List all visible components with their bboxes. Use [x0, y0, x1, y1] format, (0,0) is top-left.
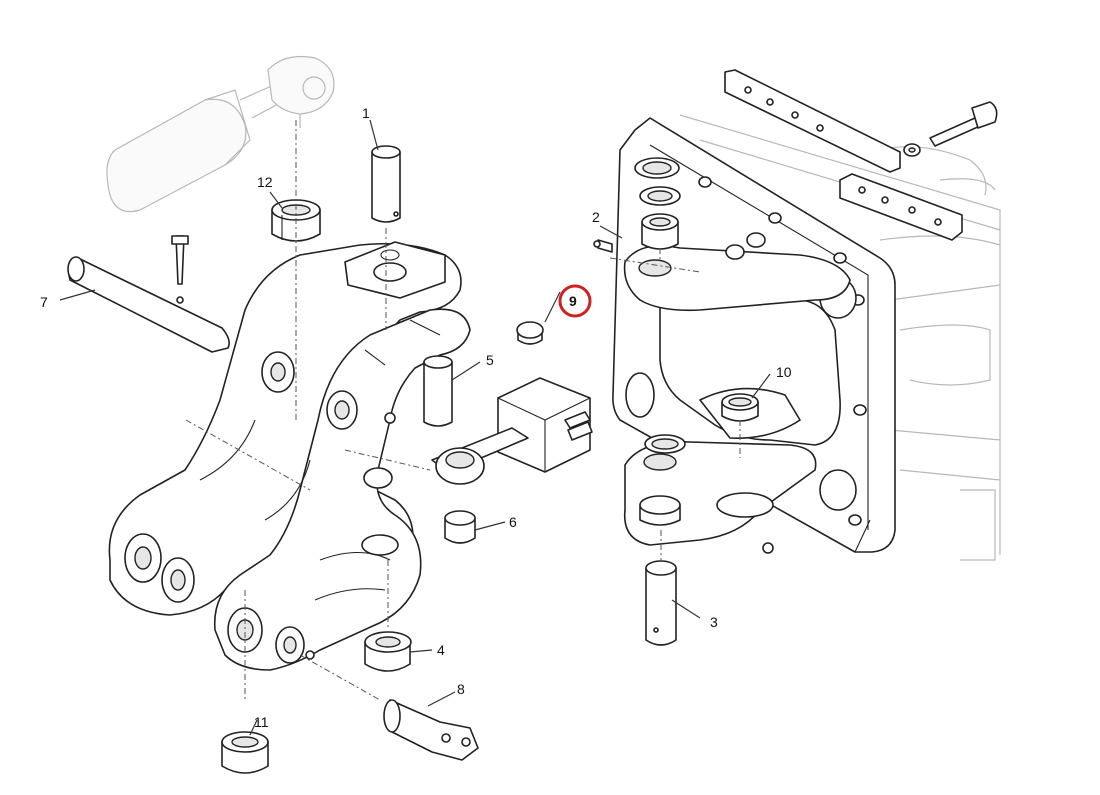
callout-4: 4 [437, 642, 445, 658]
callout-8: 8 [457, 681, 465, 697]
mounting-frame [593, 117, 896, 554]
callout-1: 1 [362, 105, 370, 121]
callout-10: 10 [776, 364, 792, 380]
part-7-long-pin [67, 235, 230, 353]
part-8-clevis-pin [383, 699, 479, 761]
callout-9: 9 [569, 293, 577, 309]
callout-2: 2 [592, 209, 600, 225]
hole-bar-lower [839, 173, 963, 241]
bolt-and-washer [725, 101, 998, 260]
part-6-bushing [444, 510, 476, 544]
callout-3: 3 [710, 614, 718, 630]
part-5-pin [423, 355, 453, 427]
part-3-pin [645, 560, 677, 646]
leader-lines [59, 119, 771, 736]
part-11-bushing [221, 731, 269, 774]
part-1-pin [371, 145, 401, 223]
callout-12: 12 [257, 174, 273, 190]
part-12-bushing [271, 199, 321, 242]
callout-5: 5 [486, 352, 494, 368]
part-4-bushing [364, 631, 412, 672]
callout-7: 7 [40, 294, 48, 310]
callout-labels: 1 2 3 4 5 6 7 8 10 11 12 9 [40, 105, 792, 730]
swivel-block [431, 321, 593, 485]
callout-11: 11 [254, 714, 269, 730]
hole-bar-upper [724, 69, 901, 173]
lift-arm-bracket [108, 241, 471, 671]
hydraulic-cylinder-ghost [106, 55, 335, 213]
callout-6: 6 [509, 514, 517, 530]
callout-9-highlight-ring [558, 284, 592, 318]
assembly-centerlines [185, 120, 741, 701]
